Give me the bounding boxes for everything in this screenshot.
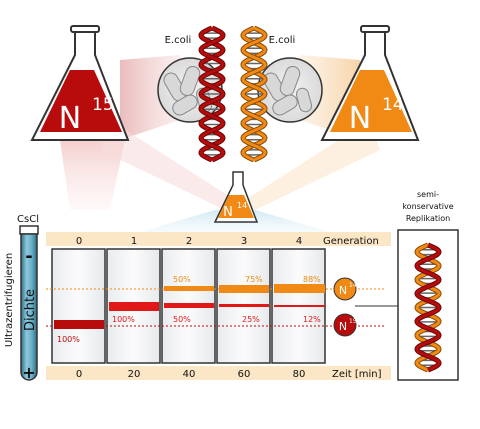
flask-n15: N 15 — [30, 25, 130, 141]
generation-tick: 0 — [76, 236, 82, 247]
band-gen4-hybrid — [274, 305, 325, 307]
dna-helix-orange-icon — [240, 25, 268, 163]
helix-strand-back-fill — [199, 26, 225, 162]
generation-tick: 4 — [296, 236, 302, 247]
flask-center-symbol: N — [223, 205, 233, 220]
dna-helix-semiconservative-icon — [414, 242, 442, 373]
flask-n15-symbol: N — [59, 101, 81, 136]
band-gen3-hybrid — [219, 304, 269, 307]
time-tick: 0 — [76, 369, 82, 380]
helix-strand-back-fill — [241, 26, 267, 162]
marker-n14-symbol: N — [339, 284, 347, 297]
beam-to-center-right — [245, 120, 380, 210]
generation-header-bar — [46, 232, 391, 246]
band-gen4-light — [274, 284, 325, 293]
time-tick: 40 — [183, 369, 196, 380]
flask-n14: N 14 — [320, 25, 420, 141]
time-footer-bar — [46, 366, 391, 380]
tube-top-label: CsCl — [17, 214, 39, 225]
band-gen0-heavy-label: 100% — [57, 335, 80, 344]
helix-strand-front-fill — [199, 26, 225, 162]
flask-n14-symbol: N — [349, 101, 371, 136]
helix-strand-front-fill — [415, 243, 441, 372]
marker-n14-superscript: 14 — [349, 282, 357, 289]
band-gen2-hybrid — [164, 303, 214, 308]
band-gen1-hybrid-label: 100% — [112, 315, 135, 324]
density-label: Dichte — [23, 289, 38, 331]
marker-n15-symbol: N — [339, 320, 347, 333]
cell-left-label: E.coli — [165, 35, 192, 46]
beam-to-center — [100, 120, 235, 210]
cell-right: E.coli — [257, 35, 323, 123]
cell-right-label: E.coli — [269, 35, 296, 46]
band-gen4-hybrid-label: 12% — [303, 315, 321, 324]
tube-minus: - — [25, 246, 32, 267]
band-gen3-light — [219, 285, 269, 293]
replication-line2: konservative — [402, 202, 453, 211]
replication-line3: Replikation — [406, 214, 450, 223]
band-gen1-hybrid — [109, 302, 159, 311]
generation-label: Generation — [323, 236, 379, 247]
centrifuge-tube: - + Dichte — [19, 225, 39, 382]
beam-left-down — [60, 140, 125, 210]
ultracentrifuge-label: Ultrazentrifugieren — [4, 253, 15, 347]
helix-strand-back-fill — [415, 243, 441, 372]
time-tick: 20 — [128, 369, 141, 380]
band-gen2-light-label: 50% — [173, 275, 191, 284]
helix-strand-front-fill — [241, 26, 267, 162]
band-gen4-light-label: 88% — [303, 275, 321, 284]
marker-n15-superscript: 15 — [349, 318, 357, 325]
marker-n14: N 14 — [333, 277, 357, 301]
dna-helix-red-icon — [198, 25, 226, 163]
time-tick: 80 — [293, 369, 306, 380]
flask-center-n14: N 14 — [213, 171, 259, 223]
generation-tick: 3 — [241, 236, 247, 247]
replication-line1: semi- — [417, 190, 439, 199]
gel-lane-0 — [51, 248, 106, 364]
band-gen3-light-label: 75% — [245, 275, 263, 284]
generation-tick: 2 — [186, 236, 192, 247]
flask-n14-superscript: 14 — [382, 95, 404, 115]
band-gen3-hybrid-label: 25% — [242, 315, 260, 324]
band-gen2-hybrid-label: 50% — [173, 315, 191, 324]
generation-tick: 1 — [131, 236, 137, 247]
replication-box: semi- konservative Replikation — [397, 190, 459, 381]
time-label: Zeit [min] — [332, 369, 382, 380]
flask-center-superscript: 14 — [237, 201, 247, 210]
band-gen0-heavy — [54, 320, 104, 329]
flask-n15-superscript: 15 — [92, 95, 114, 115]
band-gen2-light — [164, 286, 214, 291]
time-tick: 60 — [238, 369, 251, 380]
marker-n15: N 15 — [333, 313, 357, 337]
tube-plus: + — [22, 363, 35, 382]
